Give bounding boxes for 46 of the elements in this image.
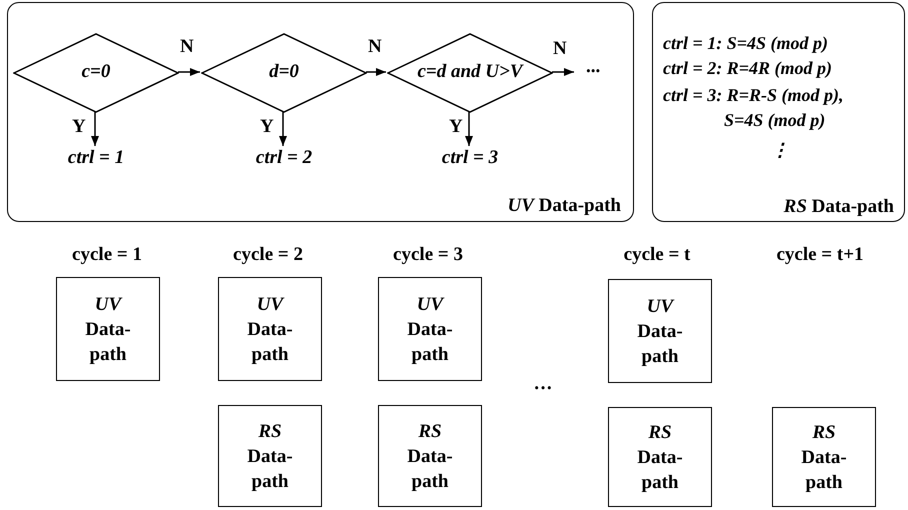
box-text: RS Data-path: [246, 420, 294, 494]
decision-diamond: [201, 33, 367, 113]
ellipsis-text: ···: [534, 378, 552, 400]
cycle-label: cycle = 2: [233, 244, 303, 266]
arrow: [465, 112, 473, 146]
decision-diamond: [387, 33, 553, 113]
panel-title: UV Data-path: [508, 195, 621, 217]
box-text: UV Data-path: [406, 292, 454, 366]
box-text: RS Data-path: [406, 420, 454, 494]
datapath-box: [218, 405, 322, 507]
formula-text: ctrl = 2: R=4R (mod p): [663, 58, 832, 79]
output-text: ctrl = 3: [440, 147, 500, 169]
box-text: RS Data-path: [800, 420, 848, 494]
condition-text: d=0: [268, 61, 300, 83]
box-text: UV Data-path: [84, 292, 132, 366]
cycle-label: cycle = t: [624, 244, 690, 266]
condition-text: c=d and U>V: [416, 61, 525, 83]
arrow: [178, 68, 200, 76]
panel: [652, 2, 905, 222]
datapath-box: [608, 407, 712, 507]
cycle-label: cycle = 1: [72, 244, 142, 266]
box-text: UV Data-path: [246, 292, 294, 366]
output-text: ···: [584, 61, 602, 83]
datapath-box: [378, 405, 482, 507]
arrow: [91, 112, 99, 146]
datapath-box: [608, 279, 712, 383]
datapath-box: [56, 277, 160, 381]
output-text: ctrl = 2: [254, 147, 314, 169]
condition-text: c=0: [80, 61, 112, 83]
panel: [7, 2, 634, 222]
arrow: [279, 112, 287, 146]
cycle-label: cycle = t+1: [776, 244, 864, 266]
panel-title: RS Data-path: [784, 196, 894, 218]
datapath-box: [378, 277, 482, 381]
datapath-box: [772, 407, 876, 507]
cycle-label: cycle = 3: [393, 244, 463, 266]
arrow: [366, 68, 386, 76]
decision-diamond: [13, 33, 179, 113]
formula-text: ctrl = 3: R=R-S (mod p), S=4S (mod p): [663, 84, 845, 132]
ellipsis-text: ⋮: [771, 139, 789, 161]
output-text: ctrl = 1: [66, 147, 126, 169]
arrow: [552, 68, 574, 76]
box-text: RS Data-path: [636, 420, 684, 494]
formula-text: ctrl = 1: S=4S (mod p): [663, 33, 828, 54]
datapath-box: [218, 277, 322, 381]
box-text: UV Data-path: [636, 294, 684, 368]
